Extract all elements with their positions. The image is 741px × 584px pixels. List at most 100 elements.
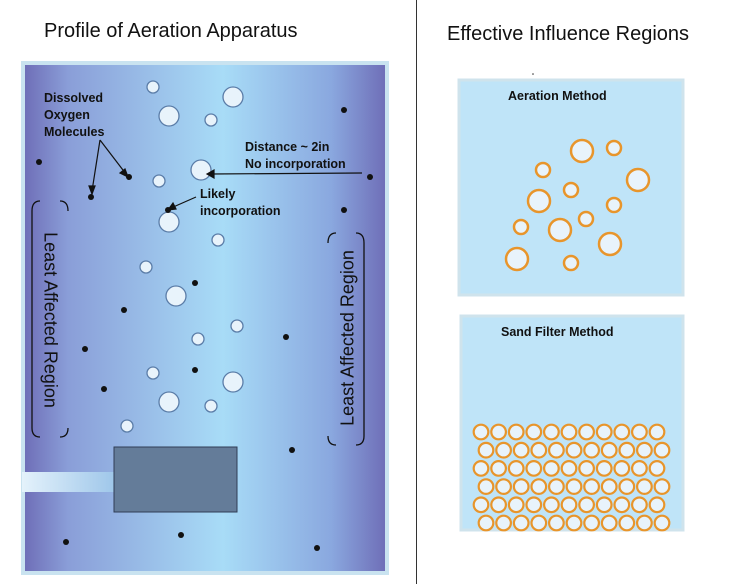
oxygen-dot xyxy=(314,545,320,551)
bubble xyxy=(146,80,160,94)
sand-ring xyxy=(543,496,560,514)
sand-ring xyxy=(565,478,583,496)
panel-divider xyxy=(416,0,417,584)
aeration-method-title: Aeration Method xyxy=(508,89,607,103)
bubble xyxy=(158,211,180,233)
sand-ring xyxy=(495,514,513,532)
sand-ring xyxy=(595,460,613,477)
sand-ring xyxy=(525,423,543,441)
ring xyxy=(577,210,595,228)
bubble xyxy=(222,86,244,108)
ring xyxy=(547,217,573,243)
sand-ring xyxy=(530,441,548,459)
bubble xyxy=(158,105,180,127)
diffuser-block xyxy=(113,446,238,513)
sand-ring xyxy=(548,441,565,459)
sand-ring xyxy=(512,514,530,532)
sand-ring xyxy=(472,460,490,477)
stray-dot xyxy=(532,73,534,75)
sand-ring xyxy=(631,423,648,441)
sand-ring xyxy=(543,423,560,441)
sand-ring xyxy=(583,441,600,459)
bubble xyxy=(211,233,225,247)
ring xyxy=(562,181,580,199)
sand-ring xyxy=(507,496,525,514)
ring xyxy=(562,254,580,272)
sand-ring xyxy=(525,460,543,477)
sand-ring xyxy=(636,441,653,459)
oxygen-dot xyxy=(341,207,347,213)
oxygen-dot xyxy=(192,280,198,286)
sand-ring xyxy=(595,496,613,514)
air-pipe xyxy=(22,472,114,492)
oxygen-molecules xyxy=(36,107,373,551)
bubble xyxy=(204,113,218,127)
sand-ring xyxy=(530,514,548,532)
sand-ring xyxy=(631,496,648,514)
sand-ring xyxy=(490,423,508,441)
ring xyxy=(569,138,595,164)
ring xyxy=(526,188,552,214)
ring xyxy=(504,246,530,272)
bubble xyxy=(146,366,160,380)
bubble xyxy=(158,391,180,413)
sand-ring xyxy=(560,460,578,477)
region-brackets xyxy=(31,200,365,446)
sand-ring xyxy=(495,478,513,496)
sand-ring xyxy=(525,496,543,514)
sand-ring xyxy=(472,423,490,441)
sand-ring xyxy=(648,423,666,441)
dissolved-oxygen-label: Dissolved Oxygen Molecules xyxy=(44,91,105,139)
bubble xyxy=(120,419,134,433)
sand-ring xyxy=(477,441,495,459)
oxygen-dot xyxy=(82,346,88,352)
sand-ring xyxy=(548,478,565,496)
bubble xyxy=(190,159,212,181)
oxygen-dot xyxy=(121,307,127,313)
sand-ring xyxy=(507,423,525,441)
ring xyxy=(512,218,530,236)
sand-ring xyxy=(613,423,631,441)
sand-ring xyxy=(583,478,600,496)
likely-incorporation-label: Likely incorporation xyxy=(200,187,281,218)
aeration-rings xyxy=(504,138,651,272)
bubble xyxy=(191,332,205,346)
sand-ring xyxy=(530,478,548,496)
sand-ring xyxy=(648,460,666,477)
bubble xyxy=(165,285,187,307)
sand-ring xyxy=(548,514,565,532)
sand-ring xyxy=(543,460,560,477)
oxygen-dot xyxy=(341,107,347,113)
left-panel-title: Profile of Aeration Apparatus xyxy=(44,20,298,42)
ring xyxy=(534,161,552,179)
bubble xyxy=(230,319,244,333)
oxygen-dot xyxy=(192,367,198,373)
sand-ring xyxy=(613,496,631,514)
sand-ring xyxy=(600,441,618,459)
sand-ring xyxy=(631,460,648,477)
sand-ring xyxy=(613,460,631,477)
least-affected-region-right: Least Affected Region xyxy=(337,250,358,426)
bubble xyxy=(152,174,166,188)
sand-ring xyxy=(636,514,653,532)
sand-rings xyxy=(472,423,671,532)
oxygen-dot xyxy=(178,532,184,538)
least-affected-region-left: Least Affected Region xyxy=(40,232,61,408)
oxygen-dot xyxy=(283,334,289,340)
ring xyxy=(605,139,623,157)
sand-ring xyxy=(648,496,666,514)
sand-ring xyxy=(495,441,513,459)
sand-ring xyxy=(578,496,595,514)
oxygen-dot xyxy=(63,539,69,545)
sand-ring xyxy=(512,441,530,459)
sand-ring xyxy=(490,496,508,514)
sand-ring xyxy=(578,460,595,477)
oxygen-dot xyxy=(367,174,373,180)
bubble xyxy=(222,371,244,393)
sand-ring xyxy=(636,478,653,496)
oxygen-dot xyxy=(88,194,94,200)
sand-ring xyxy=(477,478,495,496)
sand-ring xyxy=(472,496,490,514)
tank-bubbles xyxy=(120,80,244,433)
distance-label: Distance ~ 2in No incorporation xyxy=(245,140,346,171)
